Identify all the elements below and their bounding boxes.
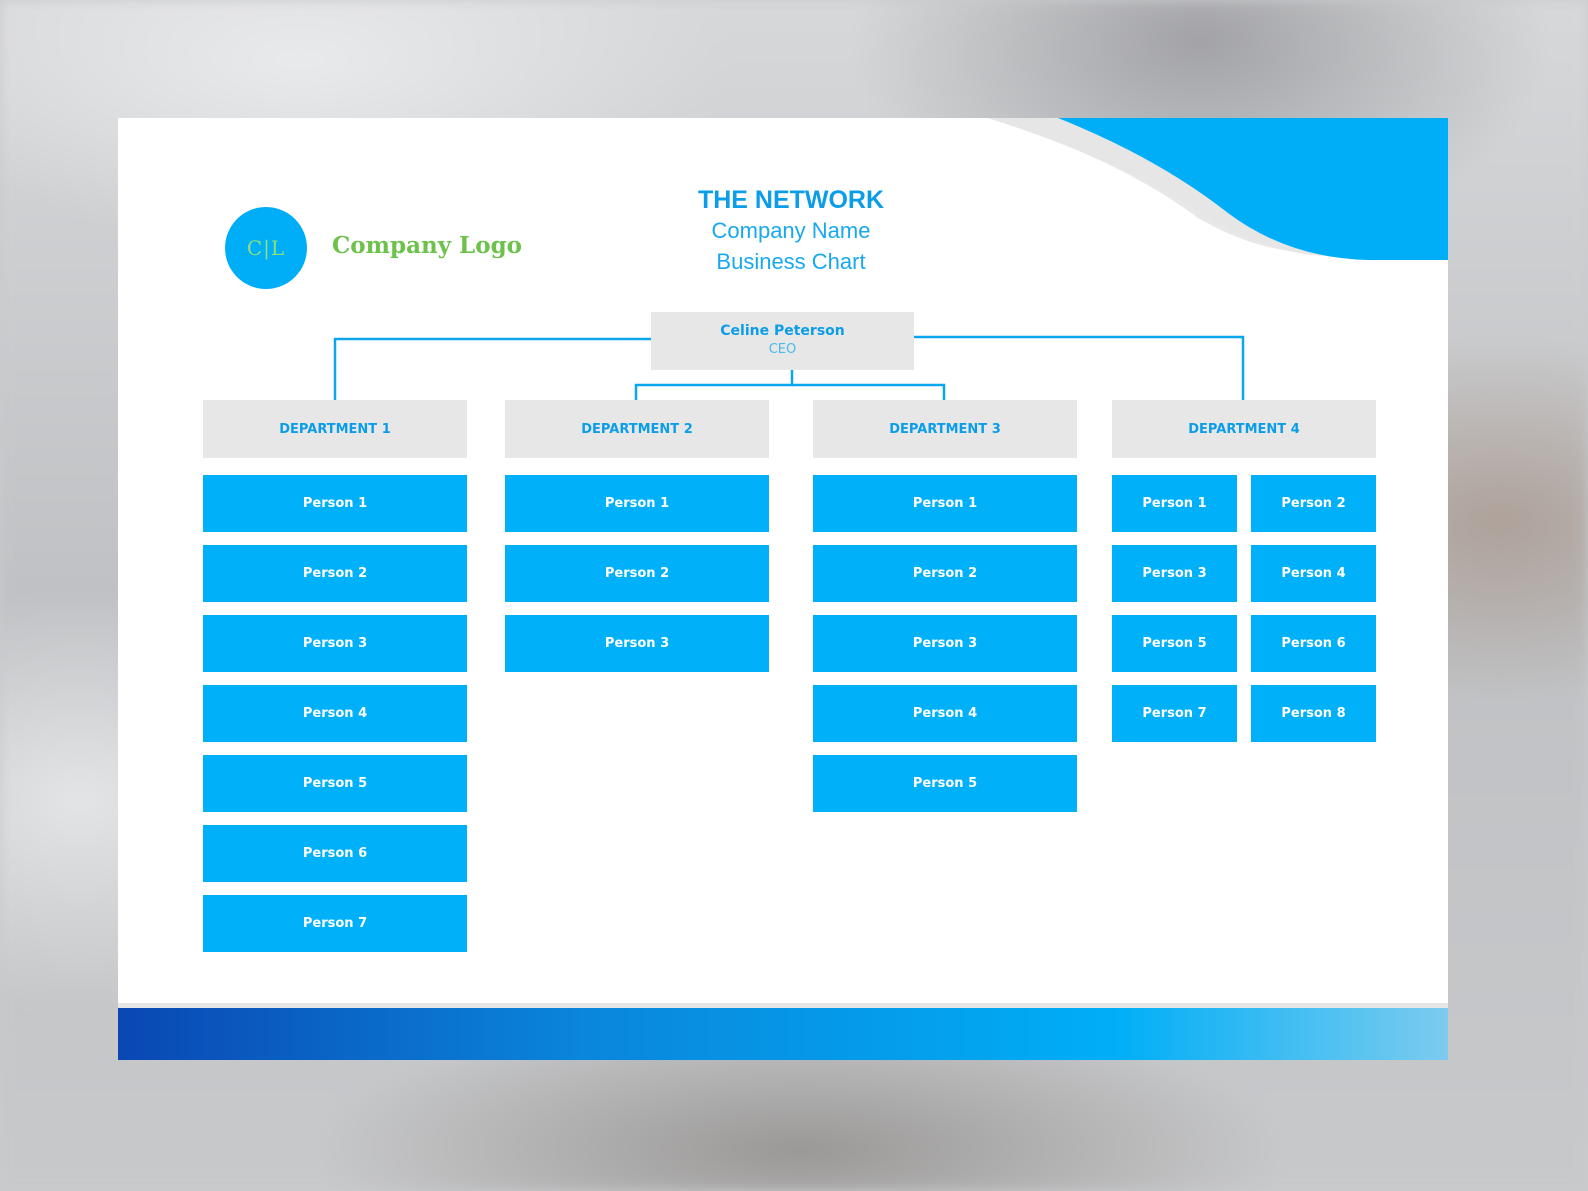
chart-header: THE NETWORK Company Name Business Chart — [641, 186, 941, 277]
ceo-name: Celine Peterson — [720, 323, 845, 339]
person-box[interactable]: Person 7 — [1112, 685, 1237, 742]
department-header-3[interactable]: DEPARTMENT 3 — [813, 400, 1077, 458]
person-box[interactable]: Person 6 — [1251, 615, 1376, 672]
person-box[interactable]: Person 1 — [505, 475, 769, 532]
person-box[interactable]: Person 4 — [203, 685, 467, 742]
person-box[interactable]: Person 3 — [203, 615, 467, 672]
department-header-1[interactable]: DEPARTMENT 1 — [203, 400, 467, 458]
person-box[interactable]: Person 1 — [1112, 475, 1237, 532]
person-box[interactable]: Person 1 — [203, 475, 467, 532]
person-box[interactable]: Person 2 — [505, 545, 769, 602]
company-name: Company Name — [711, 218, 871, 243]
company-logo-text: Company Logo — [332, 232, 522, 259]
footer-gradient-bar — [118, 1008, 1448, 1060]
person-box[interactable]: Person 4 — [1251, 545, 1376, 602]
person-box[interactable]: Person 5 — [203, 755, 467, 812]
ceo-box[interactable]: Celine Peterson CEO — [651, 312, 914, 370]
person-box[interactable]: Person 5 — [1112, 615, 1237, 672]
person-box[interactable]: Person 5 — [813, 755, 1077, 812]
person-box[interactable]: Person 2 — [1251, 475, 1376, 532]
person-box[interactable]: Person 3 — [813, 615, 1077, 672]
person-box[interactable]: Person 7 — [203, 895, 467, 952]
corner-wave-decoration — [988, 118, 1448, 260]
chart-subtitle: Business Chart — [716, 249, 866, 274]
company-logo-mark: C|L — [225, 207, 307, 289]
footer-divider — [118, 1003, 1448, 1008]
person-box[interactable]: Person 8 — [1251, 685, 1376, 742]
department-header-2[interactable]: DEPARTMENT 2 — [505, 400, 769, 458]
org-chart-card: C|L Company Logo THE NETWORK Company Nam… — [118, 118, 1448, 1060]
person-box[interactable]: Person 3 — [1112, 545, 1237, 602]
person-box[interactable]: Person 3 — [505, 615, 769, 672]
department-header-4[interactable]: DEPARTMENT 4 — [1112, 400, 1376, 458]
person-box[interactable]: Person 2 — [813, 545, 1077, 602]
person-box[interactable]: Person 6 — [203, 825, 467, 882]
person-box[interactable]: Person 2 — [203, 545, 467, 602]
person-box[interactable]: Person 4 — [813, 685, 1077, 742]
ceo-role: CEO — [768, 342, 797, 357]
chart-title: THE NETWORK — [697, 186, 885, 214]
hierarchy-connectors — [333, 335, 1245, 400]
person-box[interactable]: Person 1 — [813, 475, 1077, 532]
